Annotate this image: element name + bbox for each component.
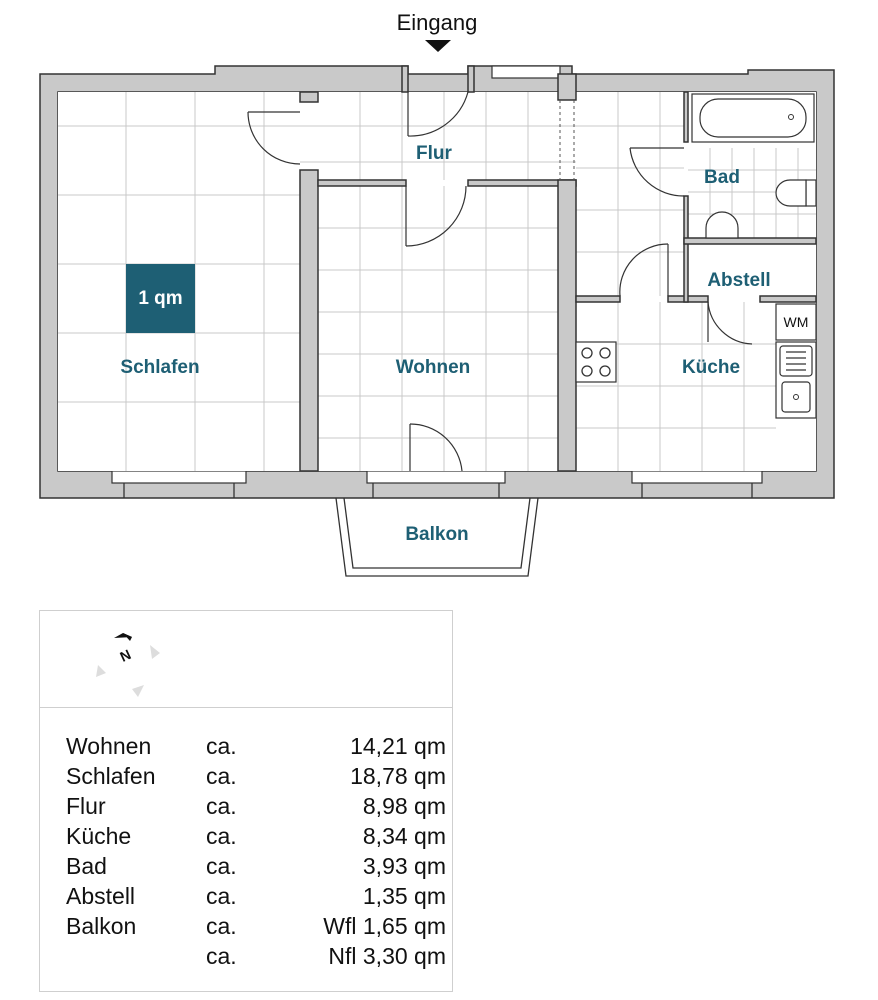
- wall-wohnen-kueche: [557, 179, 577, 472]
- room-label-flur: Flur: [416, 143, 452, 164]
- area-value: 8,98 qm: [362, 793, 446, 819]
- area-row: Schlafen ca. 18,78 qm: [66, 761, 446, 791]
- area-row: Küche ca. 8,34 qm: [66, 821, 446, 851]
- area-approx: ca.: [206, 733, 237, 759]
- window-schlafen: [111, 470, 247, 484]
- wall-bad-left-top: [683, 91, 689, 143]
- area-value: Nfl 3,30 qm: [328, 943, 446, 969]
- balcony-outline: [335, 497, 539, 577]
- area-approx: ca.: [206, 823, 237, 849]
- entrance-label: Eingang: [397, 10, 478, 35]
- wall-entry-left: [401, 65, 409, 93]
- area-value: 18,78 qm: [350, 763, 446, 789]
- floor-plan: Eingang: [39, 10, 835, 577]
- room-wohnen-floor: [318, 186, 558, 471]
- area-value: Wfl 1,65 qm: [323, 913, 446, 939]
- area-row: Wohnen ca. 14,21 qm: [66, 731, 446, 761]
- wall-entry-right: [467, 65, 475, 93]
- area-value: 8,34 qm: [362, 823, 446, 849]
- room-label-kueche: Küche: [682, 357, 740, 378]
- area-value: 1,35 qm: [362, 883, 446, 909]
- compass-north-label: N: [117, 646, 133, 665]
- door-abstell: [707, 301, 753, 345]
- area-name: Abstell: [66, 883, 136, 909]
- area-name: Flur: [66, 793, 106, 819]
- area-name: Balkon: [66, 913, 137, 939]
- toilet-icon: [775, 179, 817, 207]
- wall-abstell-kueche: [759, 295, 817, 303]
- compass-area: N: [40, 611, 452, 708]
- area-approx: ca.: [206, 913, 237, 939]
- area-approx: ca.: [206, 853, 237, 879]
- room-flur-floor: [300, 92, 576, 180]
- area-approx: ca.: [206, 943, 237, 969]
- area-name: Schlafen: [66, 763, 156, 789]
- compass-icon: N: [96, 633, 160, 697]
- door-bad: [629, 147, 685, 197]
- wall-flur-pillar: [557, 73, 577, 101]
- area-name: Küche: [66, 823, 132, 849]
- washing-machine-box: [775, 303, 817, 341]
- area-row: Abstell ca. 1,35 qm: [66, 881, 446, 911]
- window-wohnen: [366, 470, 506, 484]
- room-label-bad: Bad: [704, 167, 740, 188]
- wall-schlafen-flur: [299, 169, 319, 472]
- room-label-schlafen: Schlafen: [120, 357, 199, 378]
- room-abstell-floor: [688, 244, 816, 296]
- wall-bad-abstell: [683, 237, 817, 245]
- door-balkon: [409, 423, 463, 472]
- area-value: 3,93 qm: [362, 853, 446, 879]
- room-label-balkon: Balkon: [405, 524, 468, 545]
- area-row: Bad ca. 3,93 qm: [66, 851, 446, 881]
- scale-marker-box: [126, 264, 195, 333]
- area-approx: ca.: [206, 793, 237, 819]
- sink-icon: [775, 341, 817, 419]
- wall-schlafen-top-stub: [299, 91, 319, 103]
- area-name: Bad: [66, 853, 107, 879]
- stove-icon: [581, 347, 611, 377]
- door-kueche: [619, 243, 669, 297]
- bathtub-icon: [691, 93, 815, 143]
- scale-marker-label: 1 qm: [138, 288, 182, 309]
- window-flur: [491, 65, 561, 79]
- area-name: Wohnen: [66, 733, 152, 759]
- wall-bad-left-bottom: [683, 195, 689, 303]
- area-row: Flur ca. 8,98 qm: [66, 791, 446, 821]
- area-approx: ca.: [206, 883, 237, 909]
- balcony-outline-inner: [343, 497, 531, 569]
- area-row: ca. Nfl 3,30 qm: [66, 941, 446, 971]
- washbasin-icon: [705, 211, 739, 239]
- wall-flur-wohnen-left: [317, 179, 407, 187]
- window-kueche: [631, 470, 763, 484]
- entrance-arrow-icon: [425, 40, 451, 52]
- door-schlafen: [247, 111, 301, 165]
- washing-machine-label: WM: [784, 314, 809, 330]
- door-entrance: [407, 91, 469, 137]
- wall-flur-kueche-left: [575, 295, 621, 303]
- area-name: [66, 941, 206, 971]
- area-value: 14,21 qm: [350, 733, 446, 759]
- area-approx: ca.: [206, 763, 237, 789]
- area-row: Balkon ca. Wfl 1,65 qm: [66, 911, 446, 941]
- room-label-wohnen: Wohnen: [396, 357, 471, 378]
- room-label-abstell: Abstell: [707, 270, 770, 291]
- door-wohnen: [405, 185, 467, 247]
- kitchen-counter: [575, 341, 617, 383]
